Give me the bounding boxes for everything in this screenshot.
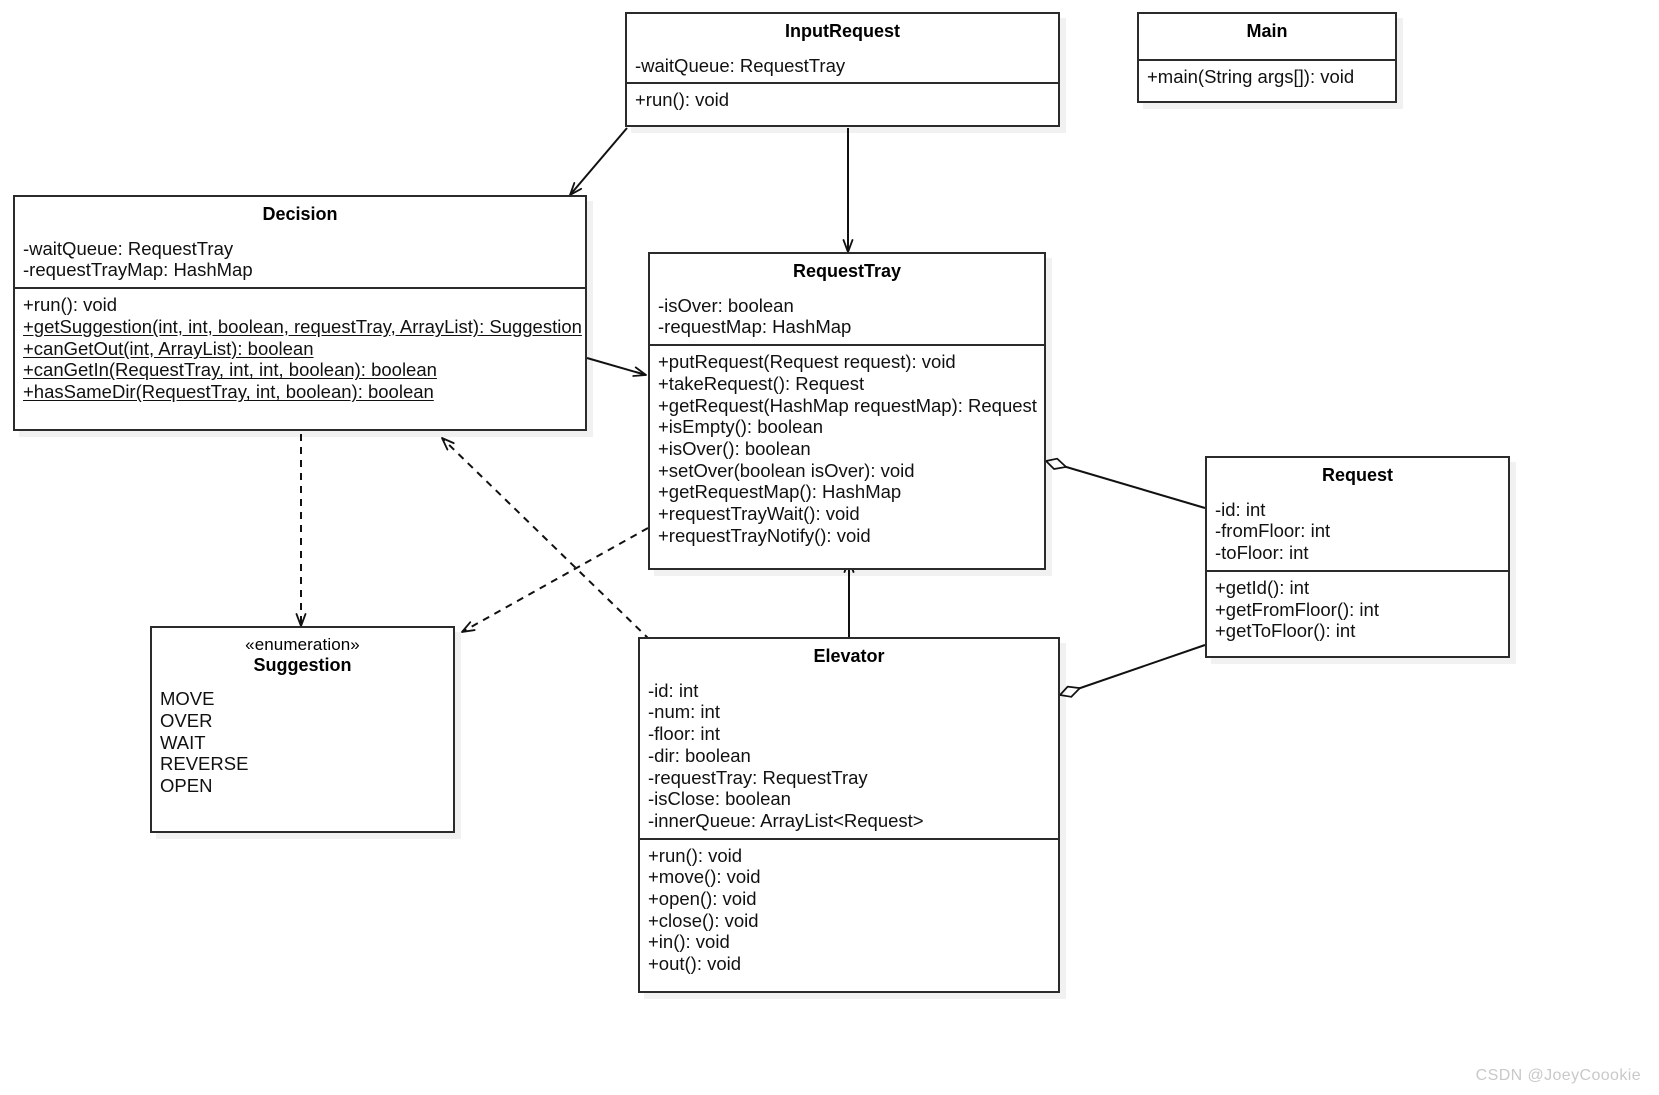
method: +requestTrayWait(): void: [658, 503, 860, 525]
method: +move(): void: [648, 866, 761, 888]
method: +putRequest(Request request): void: [658, 351, 956, 373]
enum-literal: WAIT: [160, 731, 206, 753]
method: +isOver(): boolean: [658, 437, 811, 459]
edge-decision-requesttray: [586, 357, 647, 377]
attribute: -dir: boolean: [648, 744, 751, 766]
methods-compartment-main: +main(String args[]): void: [1139, 58, 1395, 102]
method: +getId(): int: [1215, 576, 1310, 598]
method: +out(): void: [648, 953, 742, 975]
class-box-main[interactable]: Main +main(String args[]): void: [1137, 12, 1397, 104]
attribute: -isClose: boolean: [648, 788, 791, 810]
edge-requesttray-request: [1045, 457, 1206, 509]
method: +in(): void: [648, 931, 730, 953]
method: +run(): void: [648, 844, 743, 866]
attributes-compartment-request: -id: int -fromFloor: int -toFloor: int: [1207, 494, 1508, 570]
attributes-compartment-inputrequest: -waitQueue: RequestTray: [627, 50, 1058, 83]
class-title-inputrequest: InputRequest: [785, 21, 900, 41]
class-box-elevator[interactable]: Elevator -id: int -num: int -floor: int …: [638, 637, 1060, 993]
method: +getRequest(HashMap requestMap): Request: [658, 394, 1037, 416]
method: +close(): void: [648, 909, 759, 931]
method: +getFromFloor(): int: [1215, 598, 1379, 620]
watermark: CSDN @JoeyCoookie: [1475, 1067, 1641, 1084]
attributes-compartment-requesttray: -isOver: boolean -requestMap: HashMap: [650, 290, 1044, 344]
method-static: +canGetOut(int, ArrayList): boolean: [23, 337, 314, 359]
class-title-decision: Decision: [262, 204, 338, 224]
method: +run(): void: [23, 294, 118, 316]
class-title-elevator: Elevator: [813, 646, 885, 666]
method-static: +hasSameDir(RequestTray, int, boolean): …: [23, 380, 434, 402]
attribute: -requestTray: RequestTray: [648, 766, 868, 788]
enum-name: Suggestion: [253, 654, 352, 675]
enum-literal: OPEN: [160, 775, 213, 797]
method-static: +canGetIn(RequestTray, int, int, boolean…: [23, 359, 437, 381]
literals-compartment-suggestion: MOVE OVER WAIT REVERSE OPEN: [152, 683, 453, 831]
attribute: -id: int: [648, 679, 699, 701]
attribute: -fromFloor: int: [1215, 520, 1331, 542]
edge-elevator-request: [1059, 644, 1206, 698]
attribute: -requestTrayMap: HashMap: [23, 259, 253, 281]
attribute: -id: int: [1215, 498, 1266, 520]
attribute: -num: int: [648, 701, 720, 723]
class-box-decision[interactable]: Decision -waitQueue: RequestTray -reques…: [13, 195, 587, 431]
attribute: -floor: int: [648, 723, 720, 745]
attributes-compartment-elevator: -id: int -num: int -floor: int -dir: boo…: [640, 675, 1058, 838]
edge-elevator-decision: [441, 437, 651, 641]
class-box-requesttray[interactable]: RequestTray -isOver: boolean -requestMap…: [648, 252, 1046, 571]
class-box-suggestion[interactable]: «enumeration» Suggestion MOVE OVER WAIT …: [150, 626, 455, 833]
class-title-suggestion: «enumeration» Suggestion: [152, 628, 453, 683]
attribute: -waitQueue: RequestTray: [635, 54, 846, 76]
method-static: +getSuggestion(int, int, boolean, reques…: [23, 315, 582, 337]
enum-literal: OVER: [160, 709, 213, 731]
class-title-requesttray: RequestTray: [792, 261, 902, 281]
method: +isEmpty(): boolean: [658, 416, 824, 438]
edge-inputrequest-decision: [569, 127, 628, 196]
class-title-main: Main: [1246, 21, 1288, 41]
attribute: -innerQueue: ArrayList<Request>: [648, 809, 924, 831]
enum-literal: MOVE: [160, 688, 215, 710]
method: +open(): void: [648, 888, 757, 910]
methods-compartment-elevator: +run(): void +move(): void +open(): void…: [640, 837, 1058, 991]
methods-compartment-requesttray: +putRequest(Request request): void +take…: [650, 344, 1044, 568]
attributes-compartment-main: [1139, 50, 1395, 59]
methods-compartment-decision: +run(): void +getSuggestion(int, int, bo…: [15, 287, 585, 429]
methods-compartment-inputrequest: +run(): void: [627, 82, 1058, 125]
class-box-inputrequest[interactable]: InputRequest -waitQueue: RequestTray +ru…: [625, 12, 1060, 128]
enum-literal: REVERSE: [160, 753, 249, 775]
attribute: -requestMap: HashMap: [658, 316, 852, 338]
class-title-request: Request: [1321, 465, 1393, 485]
methods-compartment-request: +getId(): int +getFromFloor(): int +getT…: [1207, 569, 1508, 656]
method: +takeRequest(): Request: [658, 372, 865, 394]
method: +setOver(boolean isOver): void: [658, 459, 915, 481]
stereotype-label: «enumeration»: [245, 635, 360, 654]
method: +main(String args[]): void: [1147, 65, 1355, 87]
edge-requesttray-suggestion: [461, 527, 649, 633]
class-box-request[interactable]: Request -id: int -fromFloor: int -toFloo…: [1205, 456, 1510, 658]
method: +run(): void: [635, 89, 730, 111]
method: +getToFloor(): int: [1215, 620, 1356, 642]
attribute: -waitQueue: RequestTray: [23, 237, 234, 259]
attribute: -toFloor: int: [1215, 542, 1309, 564]
attributes-compartment-decision: -waitQueue: RequestTray -requestTrayMap:…: [15, 233, 585, 287]
method: +getRequestMap(): HashMap: [658, 481, 902, 503]
method: +requestTrayNotify(): void: [658, 524, 871, 546]
attribute: -isOver: boolean: [658, 294, 794, 316]
